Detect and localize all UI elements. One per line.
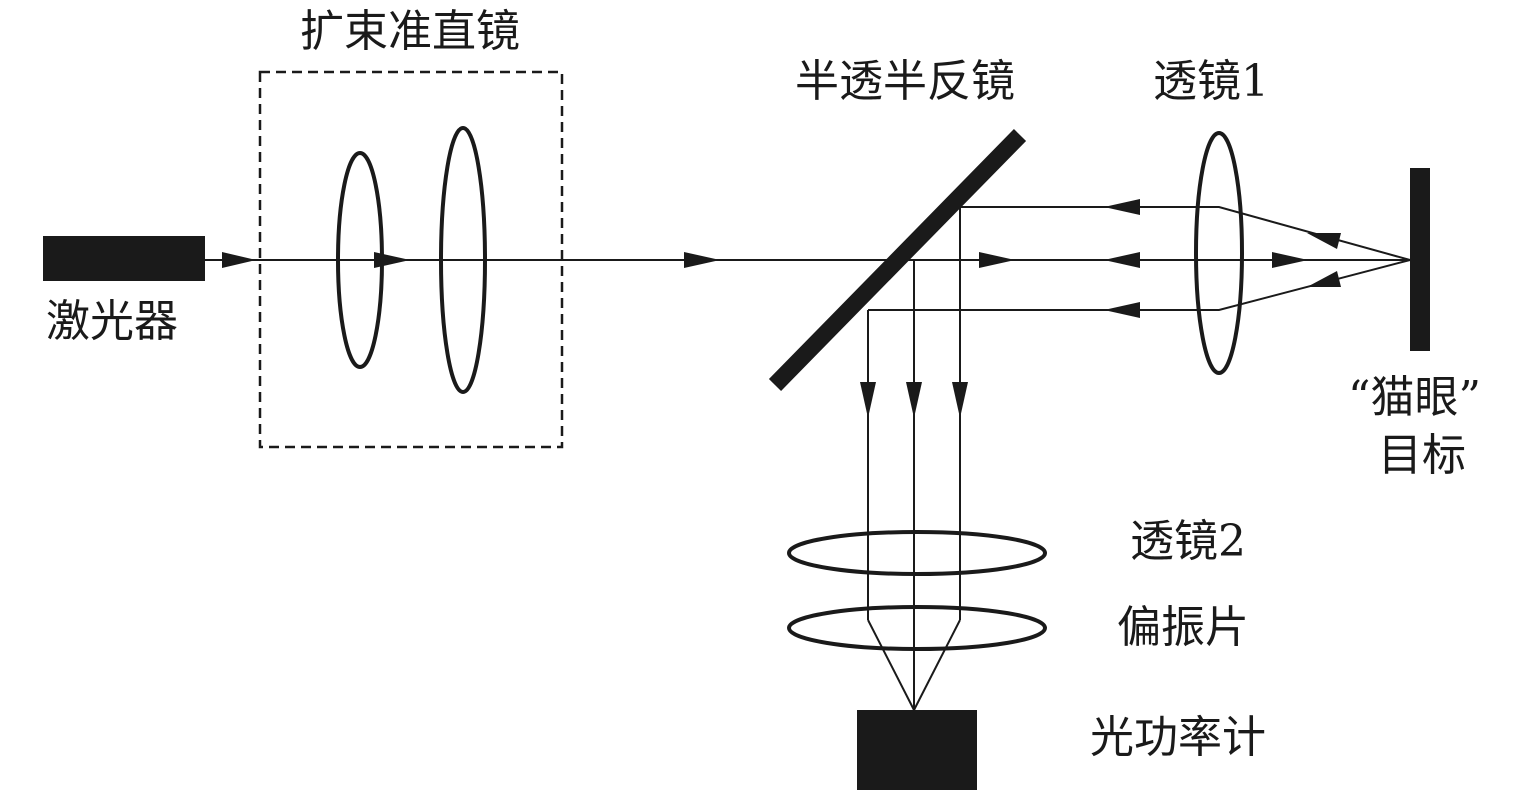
beam-splitter-label: 半透半反镜 [795,56,1015,107]
cat-eye-target [1410,168,1430,351]
arrowhead-left [1104,302,1140,318]
lens2-label: 透镜2 [1130,516,1246,567]
arrowhead-right [222,252,256,268]
arrowhead-diagonal [1307,271,1341,287]
beam-splitter-mirror [768,129,1027,391]
arrowhead-left [1104,199,1140,215]
return-ray-lower [868,259,1411,311]
power-meter [857,710,977,790]
arrowhead-right [979,252,1015,268]
arrowhead-down [952,382,968,418]
lens1-label: 透镜1 [1153,56,1269,107]
lens2 [787,530,1047,576]
return-ray-upper [960,206,1411,261]
beam-expander-label: 扩束准直镜 [300,6,520,57]
arrowhead-left [1104,252,1140,268]
lens1 [1194,131,1244,375]
target-label-line2: 目标 [1378,430,1466,481]
arrowhead-right [374,252,410,268]
laser-source [43,236,205,281]
polarizer [787,605,1047,651]
power-meter-label: 光功率计 [1090,712,1266,763]
arrowhead-diagonal [1307,233,1341,249]
converge-ray-right [913,619,961,711]
laser-label: 激光器 [46,296,178,347]
target-label-line1: “猫眼” [1348,372,1481,423]
arrowhead-right [1272,252,1308,268]
arrowhead-down [860,382,876,418]
polarizer-label: 偏振片 [1117,602,1249,653]
converge-ray-left [867,619,915,711]
arrowhead-down [906,382,922,418]
arrowhead-right [684,252,720,268]
